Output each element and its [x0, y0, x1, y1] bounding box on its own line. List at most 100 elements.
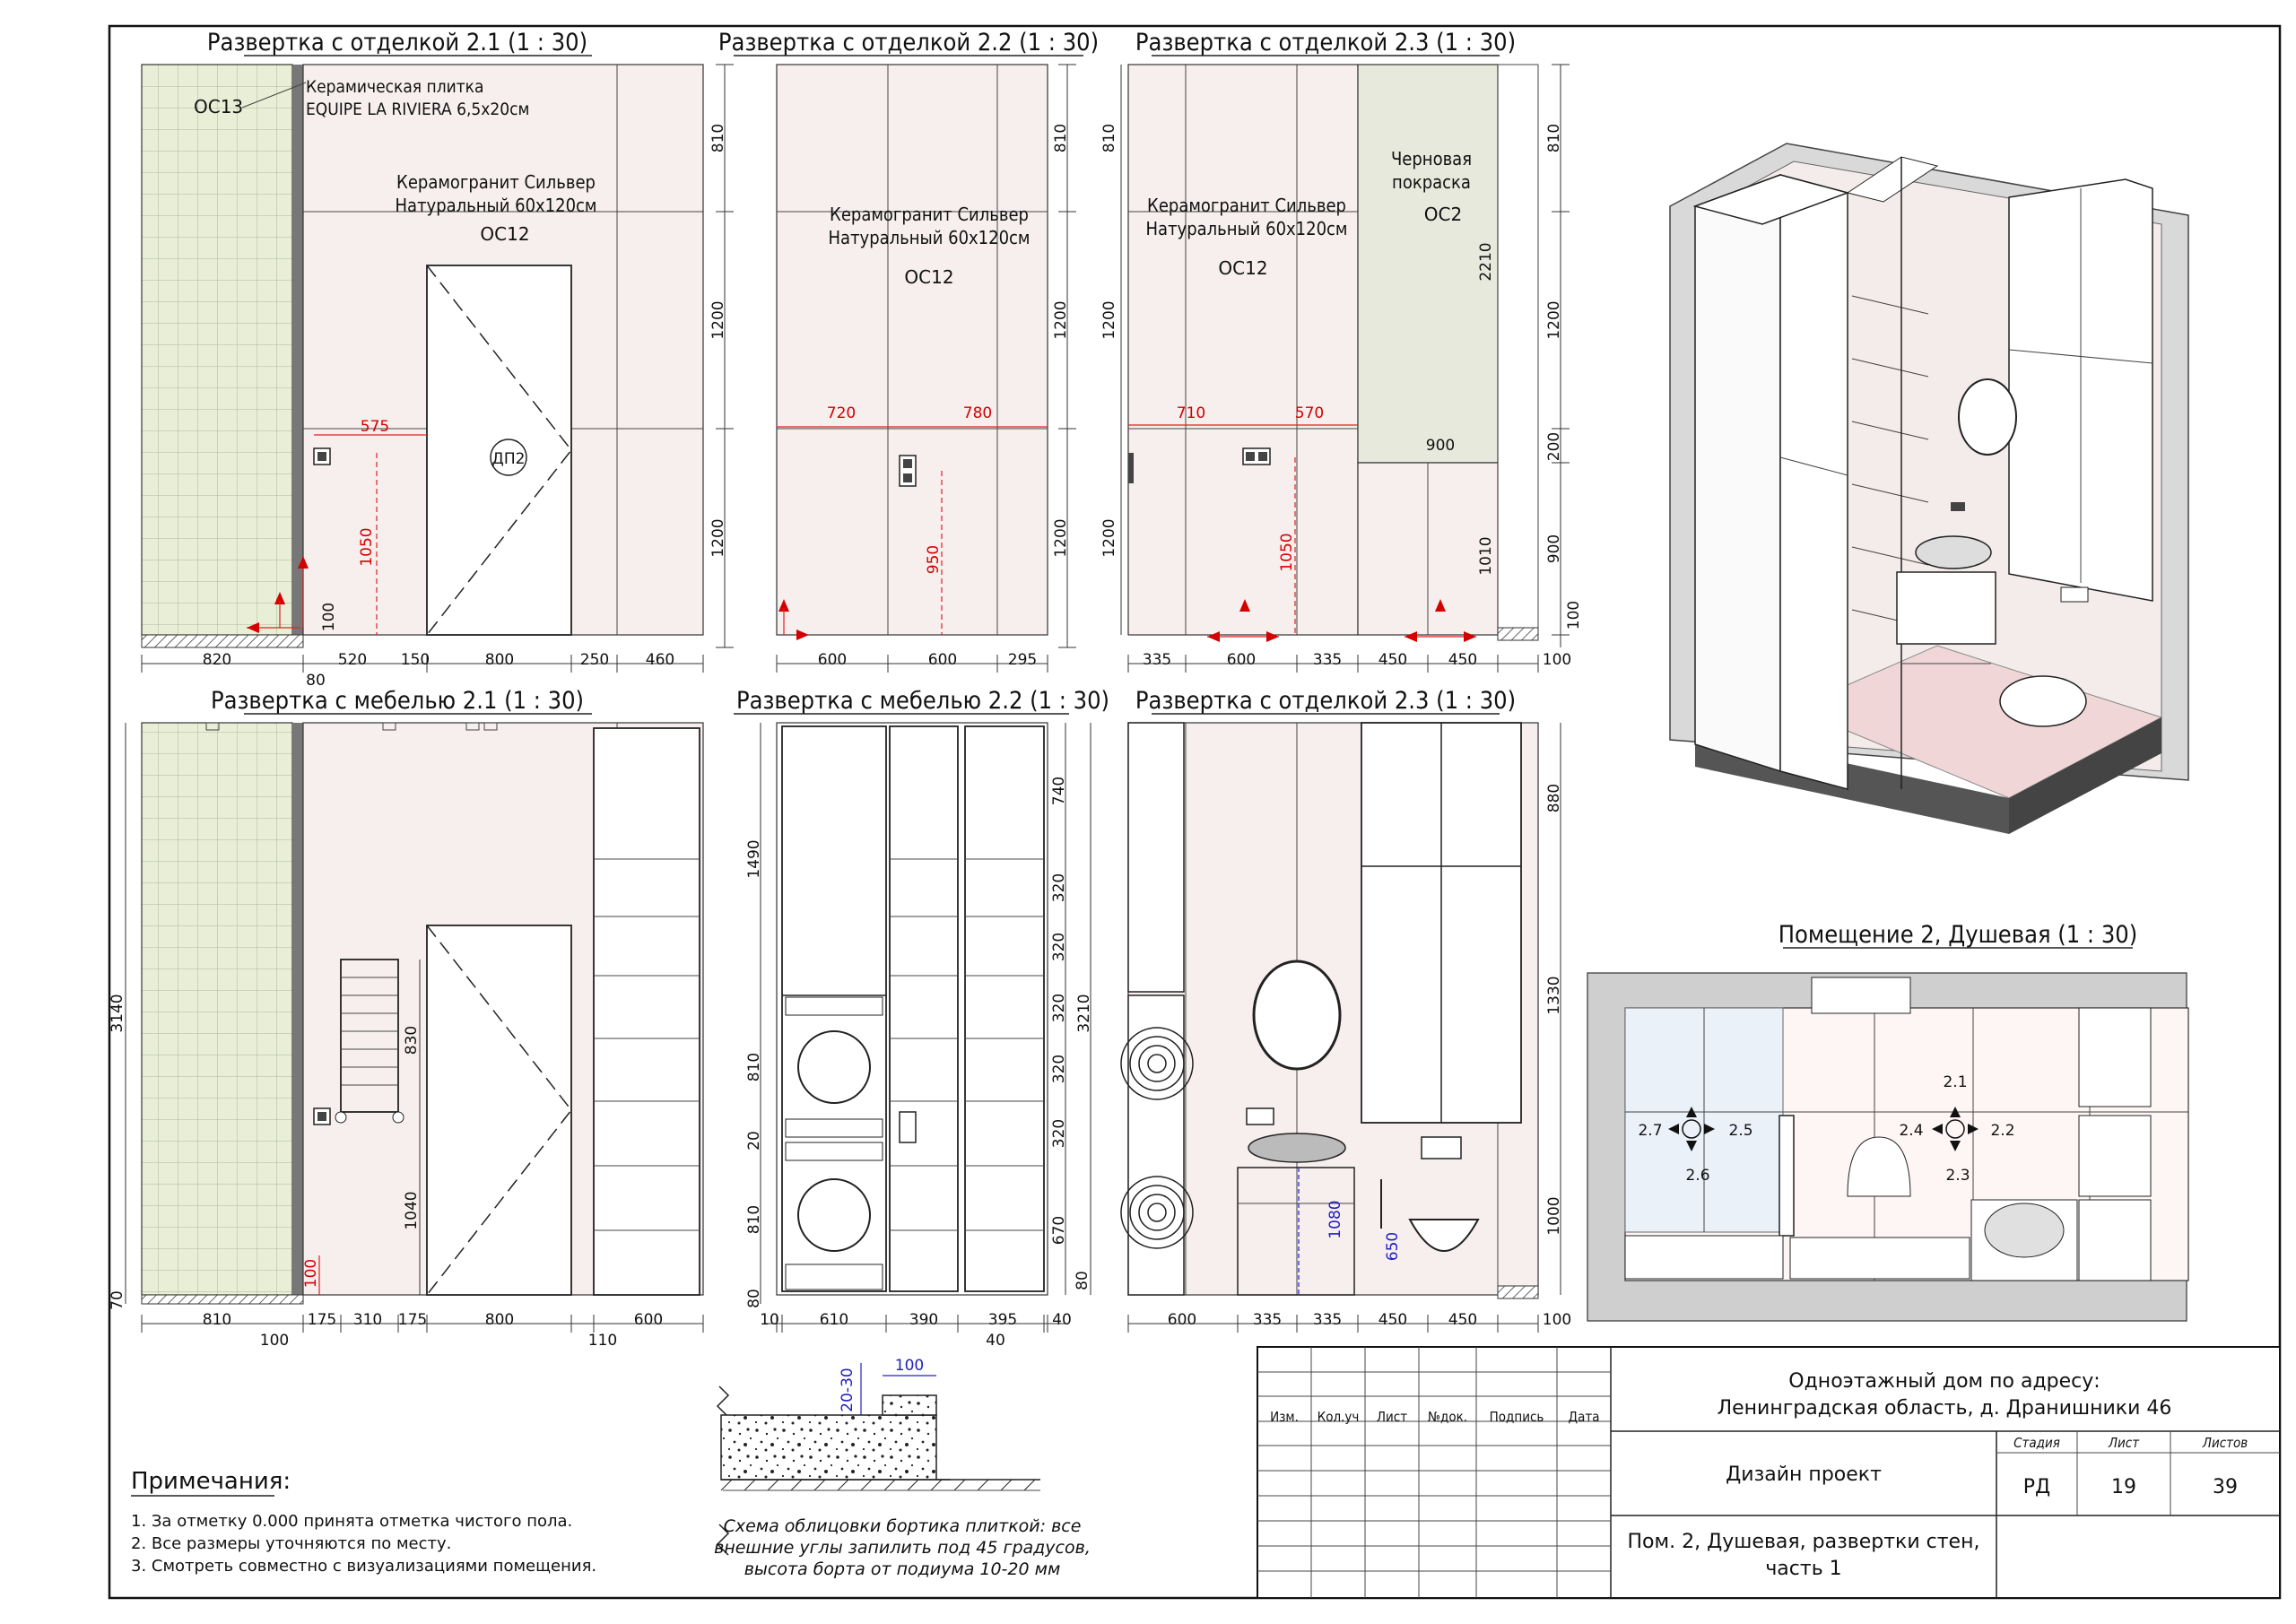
svg-text:780: 780 — [963, 404, 992, 422]
washer-drum-icon — [797, 1030, 871, 1104]
towel-rail-icon — [340, 959, 399, 1113]
ceramic-tile-area — [141, 64, 293, 636]
sheet-frame — [108, 24, 2282, 1600]
svg-text:Одноэтажный дом по адресу:: Одноэтажный дом по адресу: — [1788, 1370, 2100, 1393]
svg-text:внешние углы запилить под 45 г: внешние углы запилить под 45 градусов, — [714, 1538, 1091, 1558]
svg-text:450: 450 — [1448, 1311, 1477, 1329]
svg-text:2.3: 2.3 — [1945, 1167, 1970, 1185]
svg-text:80: 80 — [1074, 1271, 1091, 1290]
svg-text:100: 100 — [1543, 651, 1571, 669]
svg-text:Развертка с отделкой 2.3 (1 :: Развертка с отделкой 2.3 (1 : 30) — [1135, 29, 1516, 56]
svg-text:ОС12: ОС12 — [904, 266, 953, 288]
svg-text:Изм.: Изм. — [1270, 1409, 1299, 1425]
svg-text:Листов: Листов — [2202, 1435, 2248, 1451]
svg-text:Ленинградская область, д. Дран: Ленинградская область, д. Дранишники 46 — [1718, 1397, 2172, 1420]
svg-text:высота борта от подиума 10-20: высота борта от подиума 10-20 мм — [744, 1559, 1061, 1579]
svg-text:600: 600 — [1168, 1311, 1196, 1329]
svg-text:2. Все размеры уточняются по: 2. Все размеры уточняются по месту. — [131, 1534, 451, 1553]
svg-text:80: 80 — [306, 672, 326, 690]
svg-text:175: 175 — [398, 1311, 427, 1329]
svg-text:320: 320 — [1050, 933, 1068, 961]
svg-text:19: 19 — [2111, 1476, 2136, 1498]
svg-text:600: 600 — [928, 651, 957, 669]
svg-text:295: 295 — [1008, 651, 1037, 669]
svg-text:1050: 1050 — [358, 527, 376, 566]
svg-text:2.1: 2.1 — [1943, 1073, 1967, 1091]
svg-text:2.5: 2.5 — [1728, 1122, 1752, 1140]
svg-text:1. За отметку 0.000 принята: 1. За отметку 0.000 принята отметка чист… — [131, 1512, 572, 1531]
isometric-view — [1669, 143, 2189, 834]
svg-text:Натуральный 60x120см: Натуральный 60x120см — [396, 195, 597, 216]
svg-text:3140: 3140 — [109, 994, 126, 1032]
svg-text:570: 570 — [1295, 404, 1324, 422]
svg-text:1200: 1200 — [1052, 300, 1070, 339]
svg-text:2.2: 2.2 — [1990, 1122, 2014, 1140]
svg-text:100: 100 — [320, 603, 338, 631]
svg-text:ДП2: ДП2 — [492, 450, 526, 468]
svg-text:100: 100 — [1565, 601, 1583, 630]
svg-text:Керамогранит Сильвер: Керамогранит Сильвер — [396, 171, 596, 193]
svg-text:800: 800 — [485, 1311, 514, 1329]
svg-text:320: 320 — [1050, 873, 1068, 902]
svg-text:Керамогранит Сильвер: Керамогранит Сильвер — [830, 204, 1029, 225]
svg-text:ОС2: ОС2 — [1424, 204, 1462, 225]
svg-text:320: 320 — [1050, 1119, 1068, 1148]
svg-text:2210: 2210 — [1477, 242, 1495, 281]
svg-text:810: 810 — [1052, 124, 1070, 152]
svg-text:880: 880 — [1545, 784, 1563, 812]
svg-text:900: 900 — [1545, 534, 1563, 563]
svg-text:3210: 3210 — [1075, 994, 1093, 1032]
svg-text:Керамогранит Сильвер: Керамогранит Сильвер — [1147, 195, 1346, 216]
title-block: Изм. Кол.уч Лист №док. Подпись Дата Одно… — [1257, 1346, 2281, 1599]
svg-text:Схема облицовки бортика плитко: Схема облицовки бортика плиткой: все — [724, 1516, 1082, 1536]
svg-text:1040: 1040 — [403, 1191, 421, 1229]
svg-text:Дизайн проект: Дизайн проект — [1726, 1463, 1882, 1486]
svg-text:ОС12: ОС12 — [1218, 257, 1267, 279]
svg-text:310: 310 — [353, 1311, 382, 1329]
svg-text:820: 820 — [203, 651, 231, 669]
svg-text:1050: 1050 — [1278, 533, 1296, 571]
svg-text:Стадия: Стадия — [2013, 1435, 2060, 1451]
svg-text:600: 600 — [634, 1311, 663, 1329]
svg-text:900: 900 — [1426, 437, 1455, 455]
svg-text:10: 10 — [760, 1311, 779, 1329]
svg-text:Подпись: Подпись — [1490, 1409, 1544, 1425]
svg-text:650: 650 — [1384, 1232, 1402, 1261]
toilet-icon — [1408, 1219, 1480, 1252]
svg-text:Развертка с мебелью 2.1 (1 : 3: Развертка с мебелью 2.1 (1 : 30) — [211, 687, 584, 715]
elevation-2-2-furniture: Развертка с мебелью 2.2 (1 : 30) 1490 81… — [734, 687, 1109, 1350]
svg-text:1200: 1200 — [709, 300, 727, 339]
svg-text:Пом. 2, Душевая, развертки сте: Пом. 2, Душевая, развертки стен, — [1628, 1531, 1980, 1553]
svg-text:450: 450 — [1378, 651, 1407, 669]
shelving-cabinet — [593, 727, 700, 1296]
svg-text:2.6: 2.6 — [1685, 1167, 1709, 1185]
svg-text:1490: 1490 — [745, 839, 763, 878]
elevation-2-2-finish: Развертка с отделкой 2.2 (1 : 30) Керамо… — [718, 29, 1099, 673]
svg-text:Дата: Дата — [1569, 1409, 1600, 1425]
svg-text:460: 460 — [646, 651, 674, 669]
svg-text:20-30: 20-30 — [839, 1368, 857, 1411]
svg-text:250: 250 — [580, 651, 609, 669]
svg-text:575: 575 — [361, 418, 389, 436]
svg-text:175: 175 — [308, 1311, 336, 1329]
svg-text:830: 830 — [403, 1026, 421, 1055]
porcelain-wall — [1127, 64, 1359, 636]
svg-text:3. Смотреть совместно с визу: 3. Смотреть совместно с визуализациями п… — [131, 1557, 596, 1576]
svg-text:100: 100 — [895, 1357, 924, 1375]
svg-text:395: 395 — [988, 1311, 1017, 1329]
svg-text:710: 710 — [1177, 404, 1205, 422]
paint-area — [1357, 64, 1499, 464]
svg-text:20: 20 — [745, 1131, 763, 1151]
svg-text:Развертка с мебелью 2.2 (1 : 3: Развертка с мебелью 2.2 (1 : 30) — [736, 687, 1109, 715]
svg-text:335: 335 — [1143, 651, 1171, 669]
svg-text:40: 40 — [986, 1332, 1005, 1350]
svg-text:110: 110 — [588, 1332, 617, 1350]
svg-text:810: 810 — [745, 1205, 763, 1234]
svg-text:450: 450 — [1378, 1311, 1407, 1329]
svg-text:1080: 1080 — [1326, 1200, 1344, 1238]
svg-text:150: 150 — [401, 651, 430, 669]
svg-text:320: 320 — [1050, 1055, 1068, 1083]
svg-text:810: 810 — [1545, 124, 1563, 152]
svg-text:810: 810 — [203, 1311, 231, 1329]
